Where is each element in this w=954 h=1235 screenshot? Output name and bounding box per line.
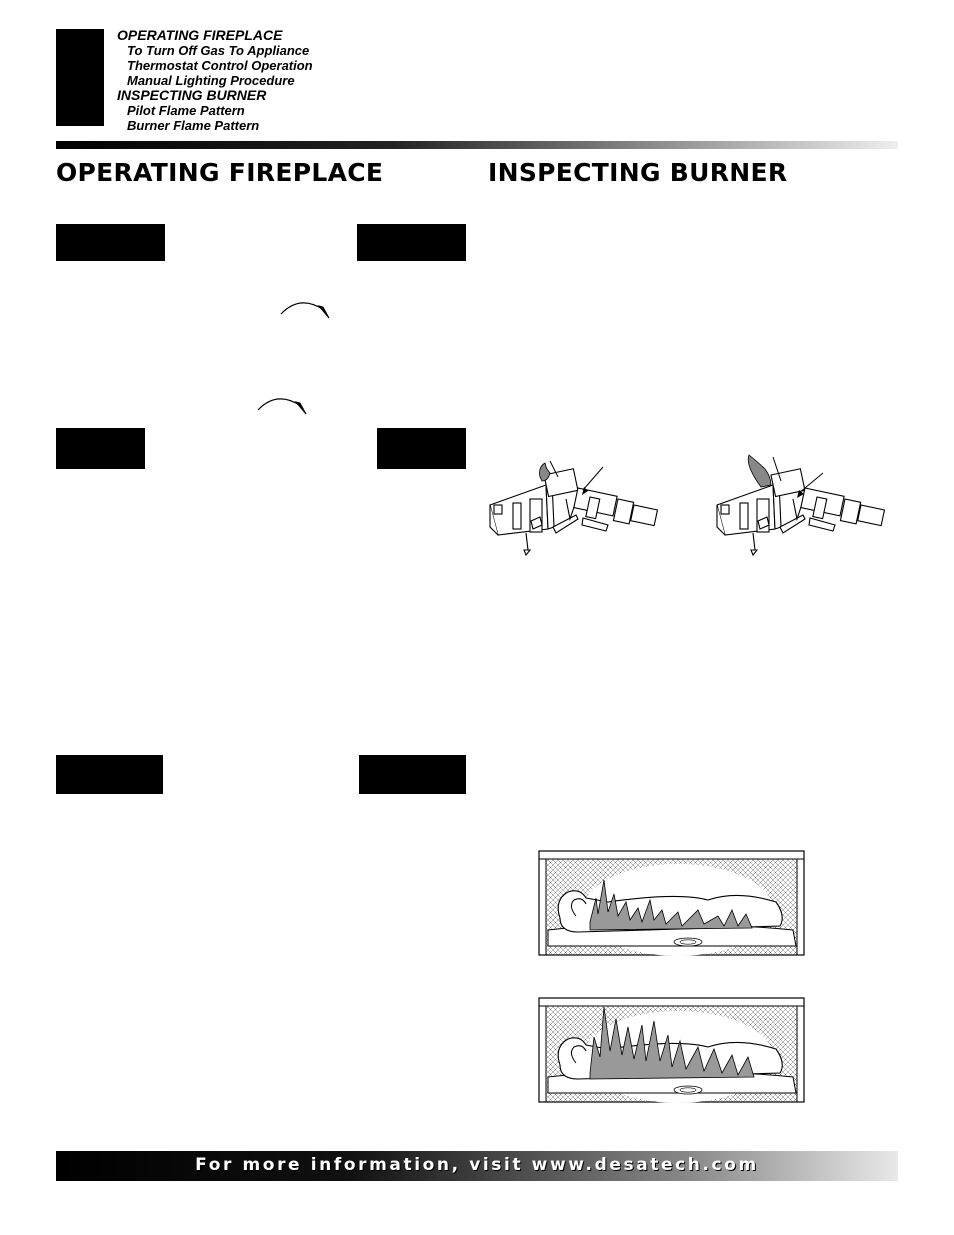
section-tab-block xyxy=(56,29,104,126)
toc-item[interactable]: Burner Flame Pattern xyxy=(127,118,260,133)
pilot-assembly-illustration xyxy=(489,460,659,557)
pilot-assembly-illustration xyxy=(716,454,886,557)
toc-item[interactable]: To Turn Off Gas To Appliance xyxy=(127,43,310,58)
label-block xyxy=(56,428,145,469)
label-block xyxy=(56,224,165,261)
toc-item[interactable]: Pilot Flame Pattern xyxy=(127,103,245,118)
label-block xyxy=(377,428,466,469)
burner-flame-illustration xyxy=(538,850,805,956)
toc-section-title[interactable]: OPERATING FIREPLACE xyxy=(117,27,283,43)
header-divider xyxy=(56,141,898,149)
label-block xyxy=(56,755,163,794)
burner-flame-illustration xyxy=(538,997,805,1103)
table-of-contents: OPERATING FIREPLACE To Turn Off Gas To A… xyxy=(117,27,313,134)
label-block xyxy=(357,224,466,261)
footer-link-text[interactable]: For more information, visit www.desatech… xyxy=(195,1155,759,1175)
rotation-arrow-icon xyxy=(257,398,307,415)
toc-item[interactable]: Thermostat Control Operation xyxy=(127,58,313,73)
rotation-arrow-icon xyxy=(280,302,330,319)
heading-operating-fireplace: OPERATING FIREPLACE xyxy=(56,158,384,187)
toc-item[interactable]: Manual Lighting Procedure xyxy=(127,73,295,88)
label-block xyxy=(359,755,466,794)
toc-section-title[interactable]: INSPECTING BURNER xyxy=(117,87,267,103)
heading-inspecting-burner: INSPECTING BURNER xyxy=(488,158,788,187)
footer-bar: For more information, visit www.desatech… xyxy=(56,1151,898,1181)
